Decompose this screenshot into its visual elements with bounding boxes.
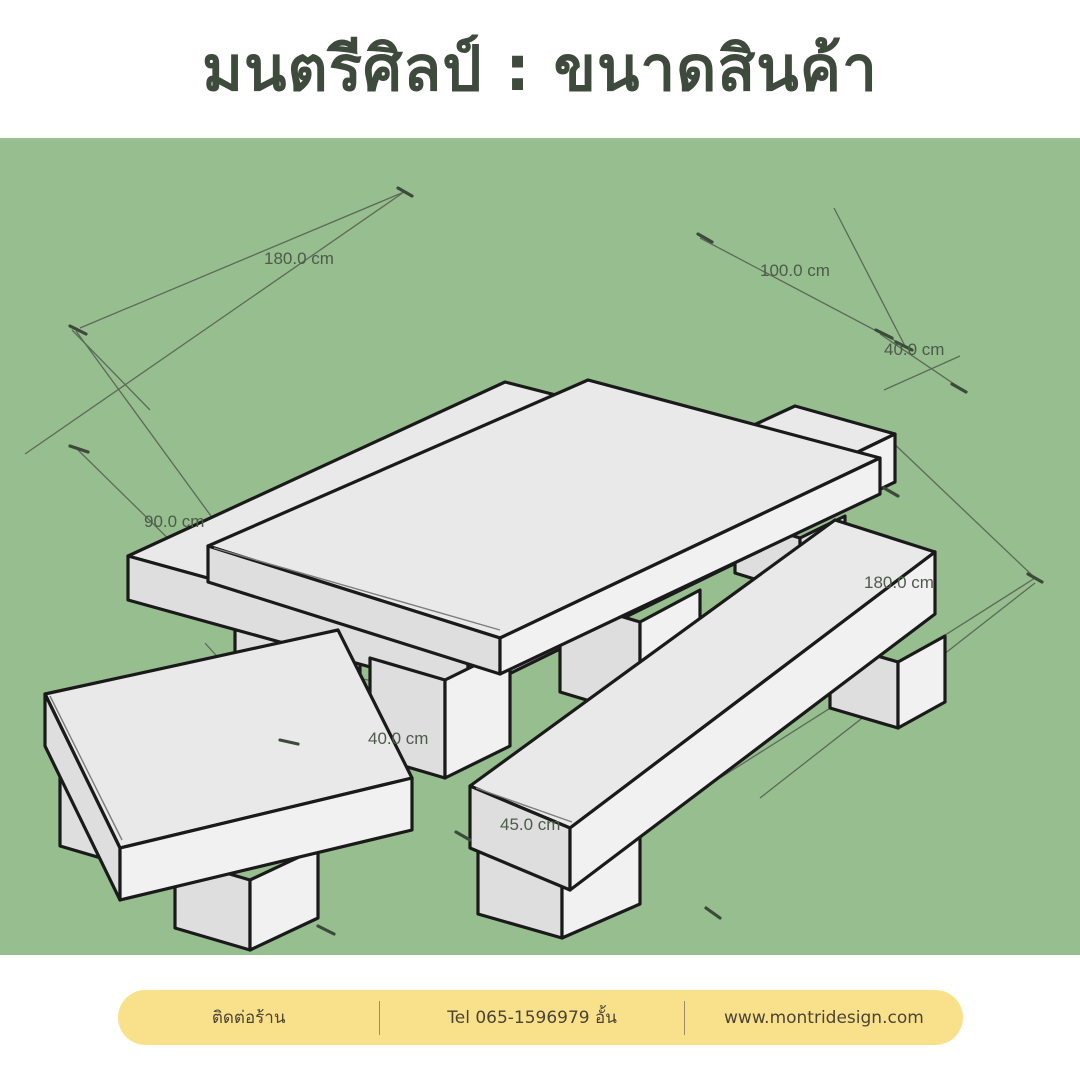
isometric-furniture-drawing: .fc { fill:#E9E9E9; stroke:#1a1a1a; stro… — [24, 186, 1044, 952]
dimension-label-table-length: 180.0 cm — [264, 249, 334, 268]
dimension-labels: 180.0 cm 100.0 cm 40.0 cm 90.0 cm 180.0 … — [144, 249, 944, 834]
table — [206, 378, 882, 780]
drawing-canvas: .fc { fill:#E9E9E9; stroke:#1a1a1a; stro… — [0, 138, 1080, 955]
bench-near-left — [43, 628, 414, 952]
header-bar: มนตรีศิลป์ : ขนาดสินค้า — [0, 0, 1080, 138]
dimension-label-table-width: 100.0 cm — [760, 261, 830, 280]
footer-divider-1 — [379, 1000, 381, 1035]
dimension-ticks — [68, 186, 1044, 936]
footer-divider-2 — [683, 1000, 685, 1035]
bench-near-right — [468, 518, 947, 940]
footer-phone-label[interactable]: Tel 065-1596979 อั้น — [447, 1008, 617, 1028]
dimension-label-bench-height: 45.0 cm — [500, 815, 560, 834]
footer-contact-label: ติดต่อร้าน — [211, 1008, 286, 1028]
dimension-label-table-thickness: 40.0 cm — [884, 340, 944, 359]
footer-website-link[interactable]: www.montridesign.com — [724, 1007, 924, 1028]
dimension-label-span-width: 90.0 cm — [144, 512, 204, 531]
footer-bar: ติดต่อร้าน Tel 065-1596979 อั้น www.mont… — [0, 955, 1080, 1080]
dimension-label-bench-length: 180.0 cm — [864, 573, 934, 592]
page-title: มนตรีศิลป์ : ขนาดสินค้า — [202, 32, 878, 105]
contact-pill: ติดต่อร้าน Tel 065-1596979 อั้น www.mont… — [118, 990, 963, 1045]
dimension-label-bench-width: 40.0 cm — [368, 729, 428, 748]
